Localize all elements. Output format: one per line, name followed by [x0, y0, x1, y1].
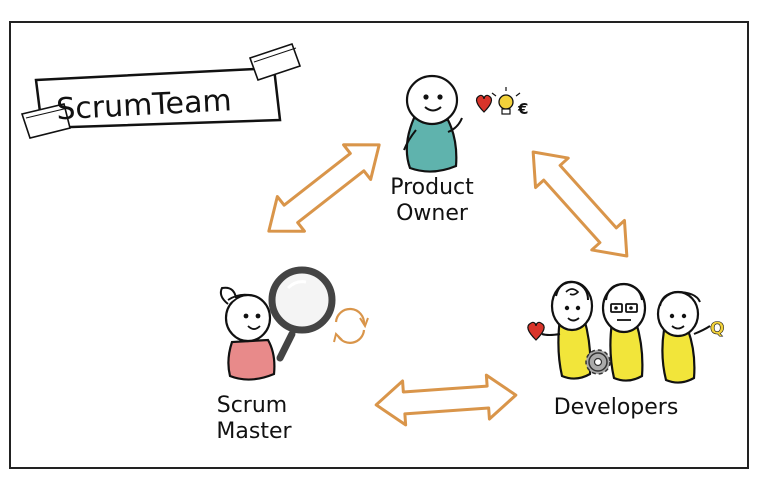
- product-owner-figure: [403, 74, 463, 173]
- tape-bottom-left: [20, 103, 71, 139]
- scrum-master-label-line2: Master: [216, 419, 292, 444]
- developer-figure-2: [601, 282, 647, 382]
- magnifier-icon: [268, 266, 336, 362]
- developer-figure-3: [656, 290, 711, 384]
- developer-figure-1: [541, 280, 594, 380]
- lightbulb-icon: [491, 87, 521, 115]
- developers-label: Developers: [554, 395, 679, 420]
- cycle-icon: [333, 307, 369, 344]
- product-owner-label-line2: Owner: [396, 201, 469, 226]
- double-arrow-sm-dev: [374, 373, 518, 427]
- product-owner-label-line1: Product: [390, 175, 474, 200]
- heart-icon-developers: [527, 321, 545, 341]
- scrum-master-label-line1: Scrum: [217, 393, 287, 418]
- double-arrow-po-dev: [531, 150, 629, 258]
- double-arrow-po-sm: [267, 143, 381, 233]
- quality-icon: Q: [710, 319, 724, 339]
- euro-icon: €: [517, 100, 528, 118]
- title-label: ScrumTeam: [20, 42, 302, 139]
- scrum-master-figure: [219, 286, 276, 381]
- tape-top-right: [248, 42, 302, 82]
- heart-icon: [475, 94, 493, 113]
- gear-icon: [585, 349, 611, 375]
